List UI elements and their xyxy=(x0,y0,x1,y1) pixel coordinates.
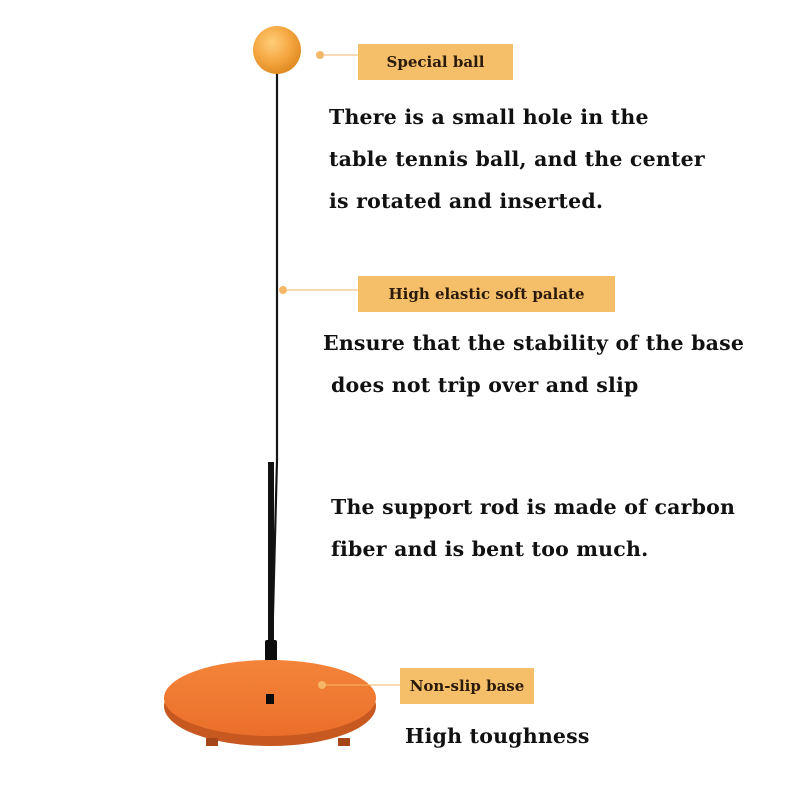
rod-sleeve xyxy=(268,462,274,652)
table-tennis-ball xyxy=(253,26,301,74)
ball-description: There is a small hole in the table tenni… xyxy=(329,96,705,222)
label-special-ball: Special ball xyxy=(386,53,485,71)
rod-desc-line-1: The support rod is made of carbon xyxy=(331,495,736,519)
tag-bg-soft-palate xyxy=(358,276,615,312)
rod-mount xyxy=(266,694,274,704)
callout-dot-soft xyxy=(279,286,287,294)
toughness-description: High toughness xyxy=(405,715,590,757)
stability-description: Ensure that the stability of the base do… xyxy=(323,322,744,406)
label-soft-palate: High elastic soft palate xyxy=(388,285,585,303)
callout-dot-ball xyxy=(316,51,324,59)
base-foot-right xyxy=(338,738,350,746)
ball-desc-line-1: There is a small hole in the xyxy=(329,105,649,129)
rod-desc-line-2: fiber and is bent too much. xyxy=(331,537,649,561)
label-non-slip-base: Non-slip base xyxy=(409,677,525,695)
tag-bg-special-ball xyxy=(358,44,513,80)
ball-desc-line-3: is rotated and inserted. xyxy=(329,189,604,213)
stability-desc-line-2: does not trip over and slip xyxy=(331,373,639,397)
toughness-text: High toughness xyxy=(405,724,590,748)
stability-desc-line-1: Ensure that the stability of the base xyxy=(323,331,745,355)
rod-description: The support rod is made of carbon fiber … xyxy=(331,486,735,570)
ball-desc-line-2: table tennis ball, and the center xyxy=(329,147,705,171)
callout-dot-base xyxy=(318,681,326,689)
tag-bg-base xyxy=(400,668,534,704)
base-foot-left xyxy=(206,738,218,746)
